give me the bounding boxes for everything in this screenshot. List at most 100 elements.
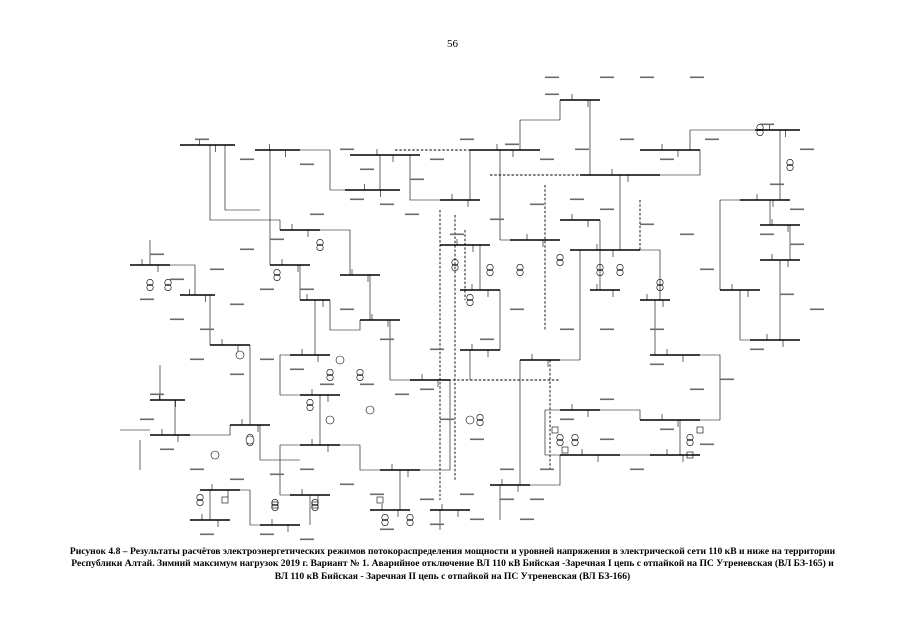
node-label-mark	[260, 358, 274, 361]
connection-line	[499, 150, 510, 241]
node-label-mark	[300, 468, 314, 471]
node-label-mark	[545, 93, 559, 96]
transformer-winding	[571, 433, 579, 441]
node-label-mark	[300, 538, 314, 541]
node-label-mark	[460, 493, 474, 496]
connection-line	[739, 290, 750, 341]
node-label-mark	[320, 383, 334, 386]
node-label-mark	[340, 308, 354, 311]
node-label-mark	[650, 328, 664, 331]
switch-symbol	[551, 426, 559, 434]
node-labels	[140, 76, 824, 541]
node-label-mark	[720, 378, 734, 381]
node-label-mark	[230, 478, 244, 481]
node-label-mark	[600, 328, 614, 331]
connection-line	[335, 444, 380, 471]
connection-line	[259, 425, 300, 461]
transformer-winding	[381, 513, 389, 521]
node-label-mark	[150, 393, 164, 396]
node-label-mark	[200, 328, 214, 331]
node-label-mark	[140, 298, 154, 301]
node-label-mark	[170, 318, 184, 321]
connection-line	[279, 444, 300, 496]
transformer-winding	[164, 278, 172, 286]
transformer-winding	[516, 268, 524, 276]
transformer-winding	[466, 298, 474, 306]
node-label-mark	[505, 143, 519, 146]
transformer-winding	[356, 368, 364, 376]
node-label-mark	[560, 418, 574, 421]
node-label-mark	[405, 213, 419, 216]
node-label-mark	[480, 338, 494, 341]
page-number: 56	[447, 38, 458, 50]
node-label-mark	[560, 328, 574, 331]
transformer-winding	[486, 263, 494, 271]
transformer-winding	[466, 293, 474, 301]
node-label-mark	[690, 76, 704, 79]
node-label-mark	[340, 148, 354, 151]
generator-symbol	[210, 450, 220, 460]
node-label-mark	[750, 348, 764, 351]
caption-line-2: Республики Алтай. Зимний максимум нагруз…	[71, 558, 834, 570]
transformer-winding	[326, 368, 334, 376]
switch-symbol	[686, 451, 694, 459]
node-label-mark	[260, 533, 274, 536]
node-label-mark	[510, 308, 524, 311]
transformer-winding	[311, 503, 319, 511]
node-label-mark	[380, 528, 394, 531]
node-label-mark	[270, 238, 284, 241]
node-label-mark	[470, 518, 484, 521]
connection-line	[544, 409, 560, 456]
switch-symbol	[696, 426, 704, 434]
transformer-winding	[686, 433, 694, 441]
node-label-mark	[700, 268, 714, 271]
node-label-mark	[395, 393, 409, 396]
transformer-winding	[556, 438, 564, 446]
node-label-mark	[770, 183, 784, 186]
transformer-winding	[616, 268, 624, 276]
node-label-mark	[350, 198, 364, 201]
node-label-mark	[420, 498, 434, 501]
switch-symbol	[221, 496, 229, 504]
connection-line	[719, 199, 740, 290]
bus-bars	[130, 99, 800, 526]
transformer-winding	[656, 278, 664, 286]
node-label-mark	[520, 518, 534, 521]
connection-line	[279, 354, 300, 396]
node-label-mark	[290, 368, 304, 371]
node-label-mark	[195, 138, 209, 141]
transformer-winding	[306, 398, 314, 406]
node-label-mark	[620, 138, 634, 141]
node-label-mark	[470, 438, 484, 441]
connection-line	[300, 149, 345, 191]
caption-line-1: Рисунок 4.8 – Результаты расчётов электр…	[69, 546, 836, 557]
transformer-winding	[756, 129, 764, 137]
node-label-mark	[540, 158, 554, 161]
node-label-mark	[545, 76, 559, 79]
connection-line	[600, 409, 641, 420]
node-label-mark	[640, 76, 654, 79]
transformer-winding	[311, 498, 319, 506]
connection-line	[170, 264, 196, 295]
generator-symbol	[245, 435, 255, 445]
transformer-winding	[146, 278, 154, 286]
node-label-mark	[705, 138, 719, 141]
transformer-winding	[786, 164, 794, 172]
generator-symbol	[235, 350, 245, 360]
node-label-mark	[690, 388, 704, 391]
node-label-mark	[170, 278, 184, 281]
node-label-mark	[660, 428, 674, 431]
node-label-mark	[810, 308, 824, 311]
transformer-winding	[451, 258, 459, 266]
node-label-mark	[230, 303, 244, 306]
connection-line	[640, 249, 661, 300]
node-label-mark	[300, 163, 314, 166]
node-label-mark	[600, 438, 614, 441]
connection-line	[224, 145, 260, 211]
connection-line	[560, 250, 581, 361]
node-label-mark	[570, 198, 584, 201]
node-label-mark	[260, 288, 274, 291]
node-label-mark	[210, 268, 224, 271]
node-label-mark	[140, 418, 154, 421]
